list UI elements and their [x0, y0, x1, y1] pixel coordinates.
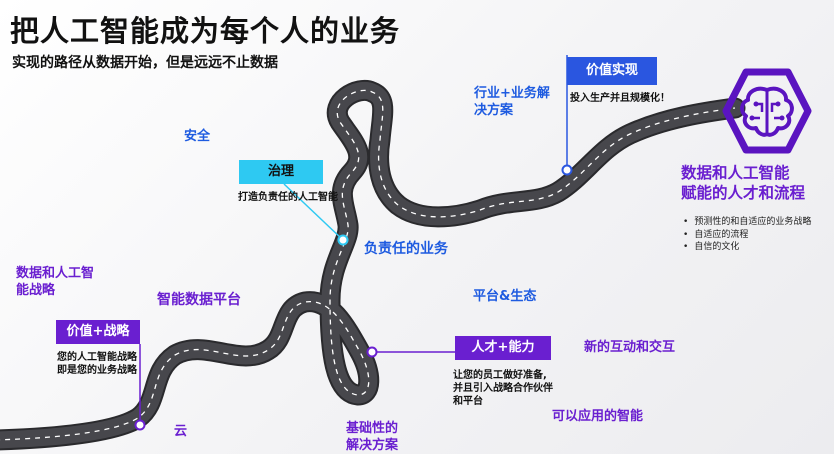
label-smart-platform: 智能数据平台: [157, 292, 241, 308]
label-responsible-business: 负责任的业务: [364, 241, 448, 257]
label-ai-strategy-line1: 数据和人工智: [16, 266, 95, 281]
talent-desc-line2: 并且引入战略合作伙伴: [453, 383, 553, 394]
box-talent-desc: 让您的员工做好准备, 并且引入战略合作伙伴 和平台: [453, 369, 553, 408]
right-heading-line2: 赋能的人才和流程: [681, 184, 806, 202]
label-foundation-line2: 解决方案: [346, 438, 399, 453]
marker-talent: [366, 346, 378, 358]
label-industry-line1: 行业+业务解: [474, 86, 550, 101]
label-platform-ecosystem: 平台&生态: [473, 289, 537, 304]
talent-desc-line1: 让您的员工做好准备,: [453, 370, 547, 381]
right-heading-line1: 数据和人工智能: [681, 164, 790, 182]
box-value-realization: 价值实现: [567, 57, 657, 85]
value-strategy-desc-line2: 即是您的业务战略: [57, 365, 137, 376]
brain-hexagon-icon: [722, 68, 812, 154]
label-ai-strategy: 数据和人工智 能战略: [16, 265, 94, 299]
bullet-item: 自信的文化: [683, 241, 811, 254]
marker-value-realization: [561, 164, 573, 176]
box-governance-desc: 打造负责任的人工智能: [238, 192, 338, 203]
right-panel-bullets: 预测性的和自适应的业务战略 自适应的流程 自信的文化: [683, 216, 811, 254]
label-new-interaction: 新的互动和交互: [584, 340, 676, 355]
label-security: 安全: [184, 129, 211, 144]
right-panel-heading: 数据和人工智能 赋能的人才和流程: [681, 163, 805, 203]
value-strategy-desc-line1: 您的人工智能战略: [57, 352, 137, 363]
marker-governance: [337, 234, 349, 246]
box-governance: 治理: [239, 160, 323, 184]
talent-desc-line3: 和平台: [453, 396, 483, 407]
page-subtitle: 实现的路径从数据开始，但是远远不止数据: [12, 55, 278, 71]
road-surface: [0, 82, 744, 449]
label-applied-intelligence: 可以应用的智能: [552, 409, 644, 424]
connector-governance: [283, 183, 344, 241]
bullet-item: 自适应的流程: [683, 229, 811, 242]
box-value-strategy-desc: 您的人工智能战略 即是您的业务战略: [57, 351, 137, 377]
box-value-realization-desc: 投入生产并且规模化！: [570, 93, 670, 104]
label-foundation: 基础性的 解决方案: [346, 420, 398, 454]
page-title: 把人工智能成为每个人的业务: [10, 14, 401, 48]
bullet-item: 预测性的和自适应的业务战略: [683, 216, 811, 229]
label-foundation-line1: 基础性的: [346, 421, 399, 436]
marker-value-strategy: [134, 419, 146, 431]
label-cloud: 云: [174, 424, 188, 439]
road-center-line: [0, 89, 736, 441]
label-ai-strategy-line2: 能战略: [16, 283, 56, 298]
box-value-strategy: 价值+战略: [56, 320, 140, 344]
label-industry-line2: 决方案: [474, 103, 514, 118]
box-talent: 人才+能力: [455, 336, 551, 360]
label-industry-solutions: 行业+业务解 决方案: [474, 85, 550, 119]
